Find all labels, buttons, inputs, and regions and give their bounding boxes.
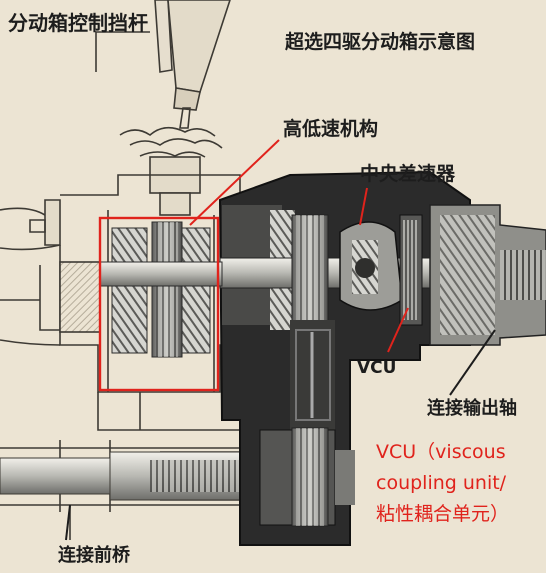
- front-axle-label: 连接前桥: [58, 545, 130, 566]
- vcu-desc-line-2: coupling unit/: [376, 472, 507, 494]
- vcu-description: VCU（viscous coupling unit/ 粘性耦合单元）: [376, 437, 509, 530]
- leader-lines: [65, 139, 496, 541]
- diagram-title: 超选四驱分动箱示意图: [285, 31, 476, 53]
- center-diff-label: 中央差速器: [360, 163, 456, 185]
- housing-line-drawing: [0, 0, 300, 540]
- hi-lo-mechanism-label: 高低速机构: [283, 118, 379, 140]
- vcu-desc-line-1: VCU（viscous: [376, 441, 506, 463]
- hi-lo-gearset: [99, 221, 223, 358]
- front-axle-shaft: [0, 451, 261, 501]
- control-lever-label: 分动箱控制挡杆: [8, 11, 148, 35]
- cutaway-section: [218, 170, 546, 546]
- output-shaft-label: 连接输出轴: [427, 398, 517, 419]
- vcu-desc-line-3: 粘性耦合单元）: [376, 503, 510, 525]
- vcu-label: VCU: [357, 358, 397, 378]
- hi-lo-highlight-box: [98, 216, 220, 392]
